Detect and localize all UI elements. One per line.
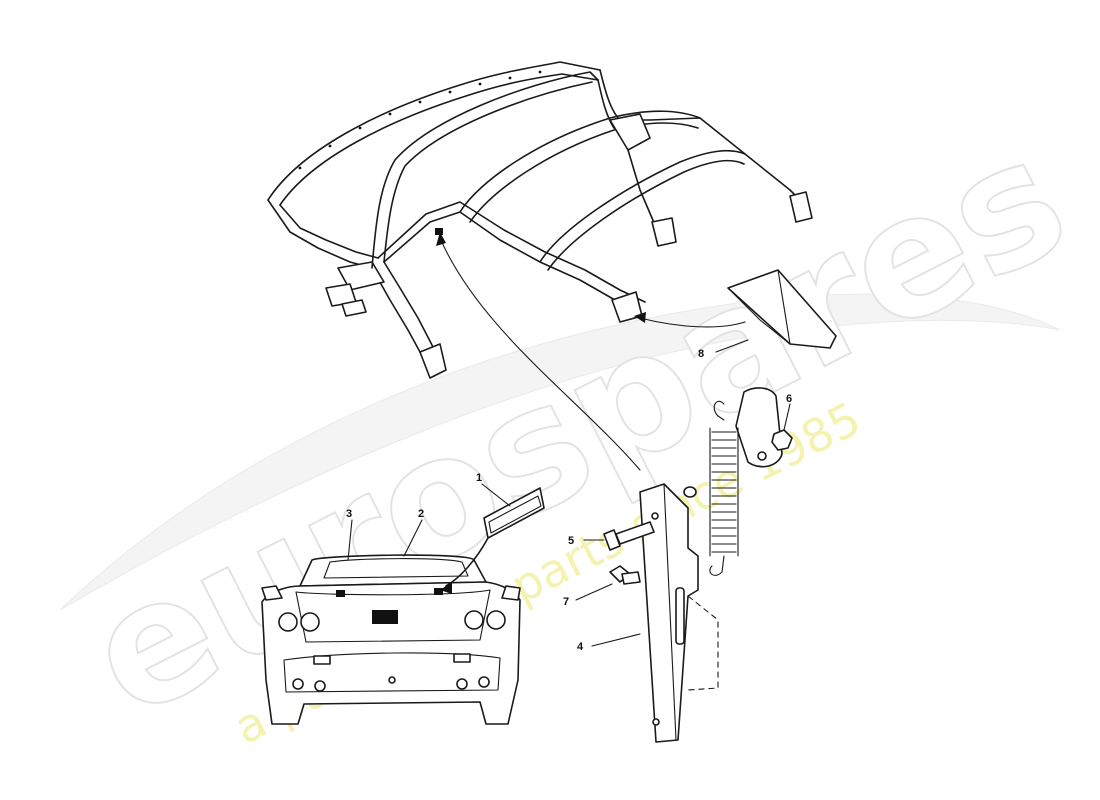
callout-7: 7	[563, 596, 569, 608]
rail-label-location	[435, 228, 443, 235]
center-side-rail	[383, 211, 641, 311]
right-pivot-mechanism	[609, 113, 651, 151]
part-4-hinge-bracket: 4	[577, 483, 719, 743]
screen-marker-left	[336, 590, 345, 597]
callout-3: 3	[346, 508, 352, 520]
number-plate-area	[372, 610, 398, 624]
part-8-trim-cover: 8	[698, 269, 837, 360]
spring-plate-assembly: 6	[683, 387, 793, 576]
front-header-rail	[267, 61, 601, 201]
callout-1: 1	[476, 472, 482, 484]
watermark-brand: eurospares	[59, 99, 1094, 756]
right-side-rail	[599, 69, 806, 206]
part-5-bolt: 5	[568, 521, 655, 551]
hood-frame	[267, 61, 813, 379]
watermark: eurospares a passion for parts since 198…	[58, 98, 1095, 757]
callout-4: 4	[577, 641, 584, 653]
rear-bow	[539, 149, 746, 263]
callout-5: 5	[568, 535, 574, 547]
left-pivot-bracket	[337, 261, 385, 291]
car-hood-outline	[299, 554, 487, 587]
arrow-cover-to-pivot	[639, 317, 746, 328]
part-7-bolt: 7	[563, 565, 641, 608]
screen-marker-right	[434, 588, 443, 595]
spring-anchor-plate	[735, 387, 783, 468]
washer	[683, 486, 697, 498]
callout-6: 6	[786, 393, 792, 405]
car-rear-view: 3 2	[261, 508, 521, 725]
front-bow	[371, 71, 599, 269]
callout-2: 2	[418, 508, 424, 520]
callout-8: 8	[698, 348, 704, 360]
arrow-bracket-to-rail	[439, 237, 641, 471]
middle-bow	[459, 110, 701, 213]
watermark-swoosh	[59, 293, 1061, 611]
part-1-label: 1	[476, 472, 545, 539]
tension-spring	[709, 427, 739, 576]
